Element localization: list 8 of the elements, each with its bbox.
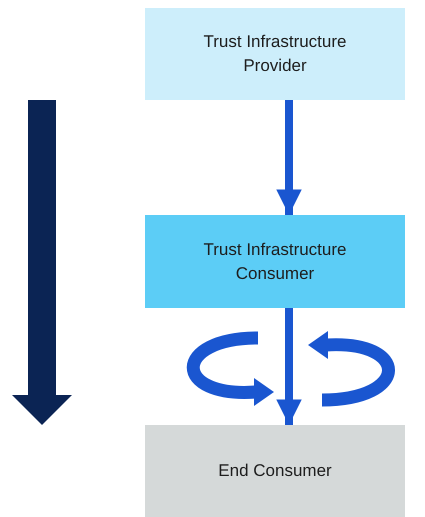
arrow xyxy=(276,308,302,425)
box-label: Trust Infrastructure Consumer xyxy=(202,238,348,284)
box-label: Trust Infrastructure Provider xyxy=(202,31,348,77)
process-box xyxy=(145,8,405,100)
process-box xyxy=(145,425,405,517)
arrow xyxy=(276,100,302,215)
process-box xyxy=(145,215,405,308)
box-label: End Consumer xyxy=(218,460,332,482)
